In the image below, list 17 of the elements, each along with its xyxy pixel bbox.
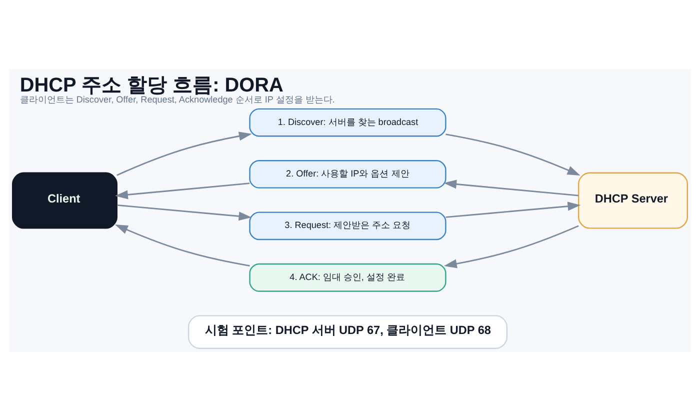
arrow — [114, 224, 250, 266]
node-box: Client — [12, 172, 118, 228]
arrow — [115, 182, 250, 199]
node-box: 1. Discover: 서버를 찾는 broadcast — [249, 108, 446, 136]
node-box: 2. Offer: 사용할 IP와 옵션 제안 — [249, 160, 446, 188]
node-box: 시험 포인트: DHCP 서버 UDP 67, 클라이언트 UDP 68 — [188, 314, 508, 348]
arrow — [446, 133, 580, 175]
arrow — [444, 224, 579, 268]
arrow — [444, 179, 578, 196]
diagram-title: DHCP 주소 할당 흐름: DORA — [20, 74, 284, 96]
node-box: 3. Request: 제안받은 주소 요청 — [249, 211, 446, 240]
node-box: 4. ACK: 임대 승인, 설정 완료 — [249, 262, 446, 292]
arrow — [446, 201, 581, 218]
caption: 클라이언트는 Discover, Offer, Request, Acknowledge 순서로 IP 설정을 받는다. — [20, 94, 335, 104]
node-box: DHCP Server — [578, 172, 688, 228]
arrow — [116, 131, 252, 176]
arrow — [117, 204, 252, 220]
